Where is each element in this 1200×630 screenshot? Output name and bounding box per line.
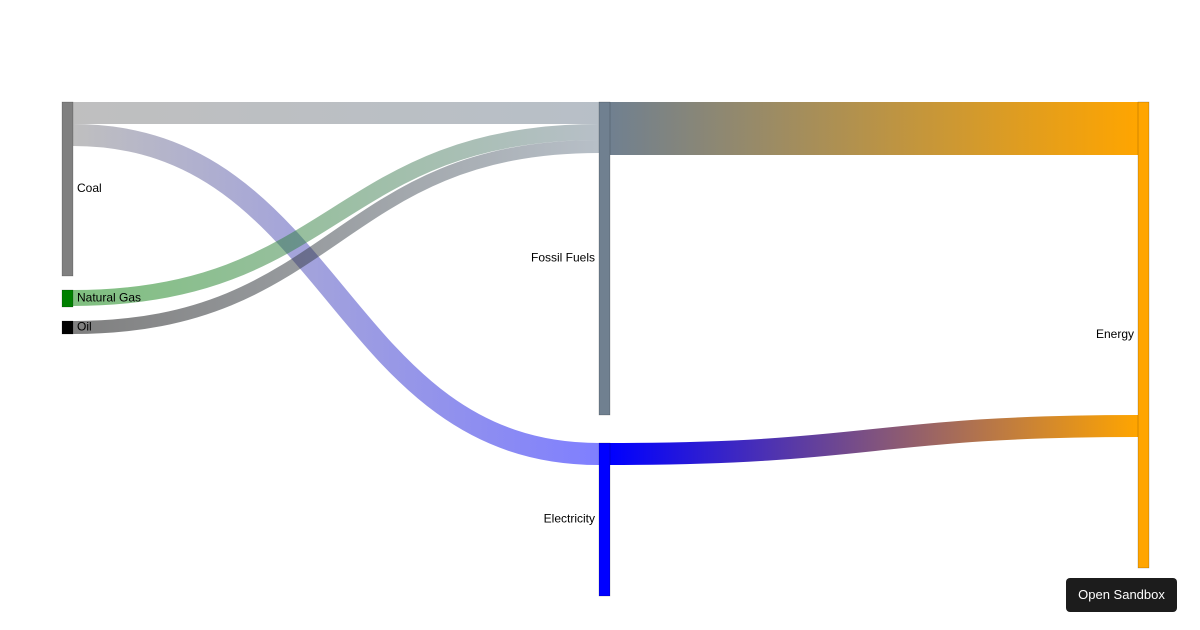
link-natural-gas-to-fossil-fuels[interactable] [72, 124, 600, 306]
link-electricity-to-energy[interactable] [609, 415, 1139, 465]
node-fossil-fuels[interactable] [598, 101, 611, 416]
node-electricity[interactable] [598, 442, 611, 597]
label-fossil-fuels: Fossil Fuels [531, 251, 595, 265]
link-coal-to-electricity[interactable] [72, 124, 600, 465]
label-natural-gas: Natural Gas [77, 291, 141, 305]
node-energy[interactable] [1137, 101, 1150, 569]
label-oil: Oil [77, 320, 92, 334]
node-oil[interactable] [61, 320, 74, 335]
links-layer [72, 101, 1139, 465]
label-electricity: Electricity [544, 512, 595, 526]
open-sandbox-button[interactable]: Open Sandbox [1066, 578, 1177, 612]
label-energy: Energy [1096, 327, 1134, 341]
nodes-layer [61, 101, 1150, 597]
link-oil-to-fossil-fuels[interactable] [72, 140, 600, 334]
label-coal: Coal [77, 181, 102, 195]
node-natural-gas[interactable] [61, 289, 74, 308]
node-coal[interactable] [61, 101, 74, 277]
